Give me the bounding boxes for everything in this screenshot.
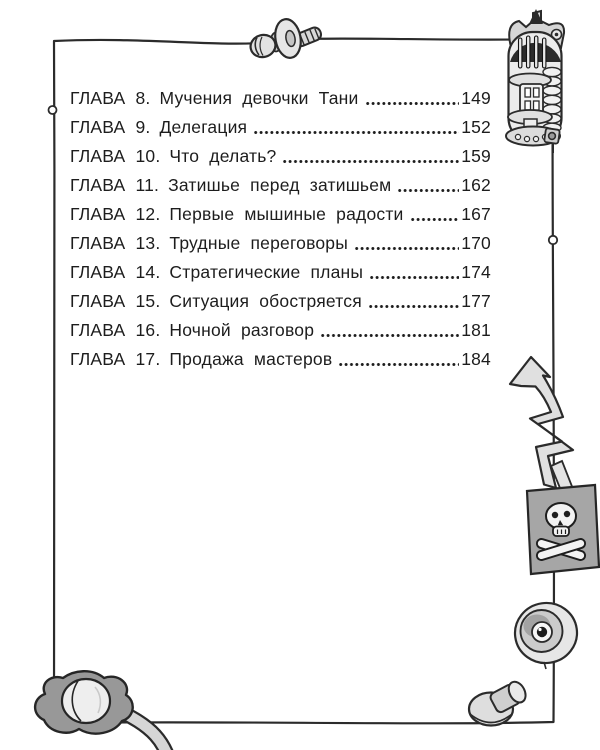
toc-row: ГЛАВА 17. Продажа мастеров 184 [70,345,491,374]
toc-page-number: 159 [461,146,491,166]
toc-dot-leader [253,130,460,135]
toc-row: ГЛАВА 14. Стратегические планы 174 [70,258,491,287]
flashlight-icon [33,670,174,750]
toc-chapter-label: ГЛАВА 12. [70,204,161,224]
toc-page-number: 181 [461,320,491,340]
toc-row: ГЛАВА 12. Первые мышиные радости 167 [70,200,491,229]
toc-title: Ночной разговор [169,320,315,340]
toc-page-number: 177 [461,291,491,311]
toc-dot-leader [320,333,460,338]
toc-chapter-label: ГЛАВА 9. [70,117,151,137]
toc-dot-leader [354,246,460,251]
toc-row: ГЛАВА 9. Делегация 152 [70,113,491,142]
toc-title: Стратегические планы [169,262,364,282]
toc-dot-leader [282,159,460,164]
wheel-icon [513,601,579,670]
toc-chapter-label: ГЛАВА 15. [70,291,161,311]
toc-title: Ситуация обостряется [169,291,362,311]
toc-chapter-label: ГЛАВА 17. [70,349,161,369]
toc-dot-leader [364,101,460,106]
toc-title: Делегация [159,117,248,137]
knob-icon [467,680,527,727]
toc-page-number: 152 [461,117,491,137]
toc-chapter-label: ГЛАВА 11. [70,175,160,195]
toc-chapter-label: ГЛАВА 8. [70,88,151,108]
toc-row: ГЛАВА 11. Затишье перед затишьем 162 [70,171,491,200]
toc-chapter-label: ГЛАВА 16. [70,320,161,340]
toc-chapter-label: ГЛАВА 14. [70,262,161,282]
toc-title: Затишье перед затишьем [168,175,392,195]
toc-dot-leader [369,275,460,280]
toc-dot-leader [367,304,460,309]
toc-page-number: 167 [461,204,491,224]
toc-row: ГЛАВА 8. Мучения девочки Тани 149 [70,84,491,113]
toc-chapter-label: ГЛАВА 10. [70,146,161,166]
pirate-flag-icon [525,459,600,576]
toc-page-number: 149 [461,88,491,108]
toc-title: Первые мышиные радости [169,204,404,224]
toc-title: Трудные переговоры [169,233,349,253]
vacuum-tube-icon [505,9,566,153]
toc-title: Что делать? [169,146,277,166]
screw-bolt-icon [249,18,323,59]
toc-page-number: 162 [461,175,491,195]
zigzag-arrow-icon [508,355,575,490]
toc-page-number: 174 [461,262,491,282]
toc-row: ГЛАВА 15. Ситуация обостряется 177 [70,287,491,316]
toc-chapter-label: ГЛАВА 13. [70,233,161,253]
toc-row: ГЛАВА 16. Ночной разговор 181 [70,316,491,345]
toc-page-number: 184 [461,349,491,369]
toc-row: ГЛАВА 13. Трудные переговоры 170 [70,229,491,258]
toc-row: ГЛАВА 10. Что делать? 159 [70,142,491,171]
toc-dot-leader [409,217,460,222]
toc-title: Мучения девочки Тани [159,88,359,108]
toc-dot-leader [338,362,460,367]
right-border-bead-icon [547,234,559,246]
toc-title: Продажа мастеров [169,349,333,369]
table-of-contents: ГЛАВА 8. Мучения девочки Тани 149 ГЛАВА … [70,84,491,374]
left-border-bead-icon [47,105,58,115]
toc-page-number: 170 [461,233,491,253]
toc-dot-leader [397,188,460,193]
